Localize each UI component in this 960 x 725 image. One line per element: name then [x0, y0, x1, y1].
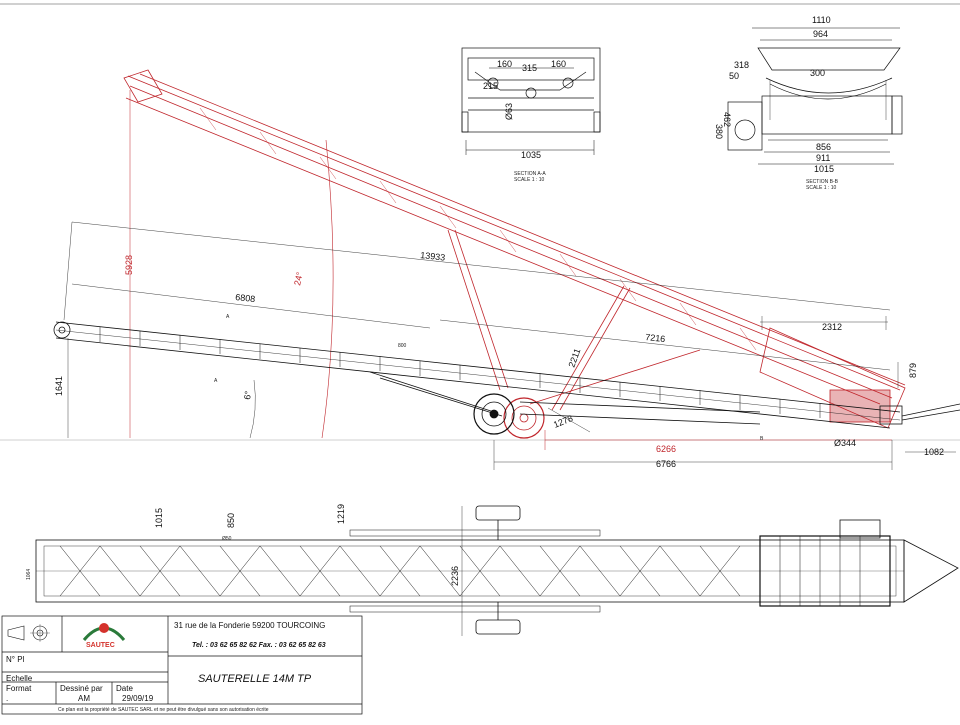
- sec-b-left-2: 50: [729, 71, 739, 81]
- raised-conveyor: [123, 69, 906, 450]
- no-pl-label: N° Pl: [6, 655, 25, 664]
- sec-a-dim-4: 215: [483, 81, 498, 91]
- date-label: Date: [116, 684, 133, 693]
- plan-truss: [59, 536, 861, 606]
- plan-dim-small: Ø50: [222, 536, 232, 542]
- sec-a-caption-1: SECTION A-A: [514, 171, 546, 177]
- drawing-title: SAUTERELLE 14M TP: [198, 673, 312, 685]
- dim-base-black: 6766: [656, 459, 676, 469]
- plan-dim-side: 1064: [26, 569, 32, 580]
- sec-a-width: 1035: [521, 150, 541, 160]
- sec-b-side-2: 462: [722, 112, 732, 127]
- format-value: .: [6, 694, 8, 703]
- footer-notice: Ce plan est la propriété de SAUTEC SARL …: [58, 707, 269, 713]
- dessine-label: Dessiné par: [60, 684, 103, 693]
- dim-support-length: 2211: [566, 347, 582, 369]
- plan-dim-2: 850: [226, 513, 236, 528]
- dim-total-length: 13933: [420, 250, 446, 263]
- sec-b-angle: 300: [810, 68, 825, 78]
- format-label: Format: [6, 684, 32, 693]
- sec-b-bottom-3: 1015: [814, 164, 834, 174]
- dim-span: 800: [398, 343, 407, 349]
- dim-front-length: 6808: [235, 292, 256, 304]
- logo-text: SAUTEC: [86, 642, 115, 649]
- dim-height-raised: 5928: [124, 255, 134, 275]
- low-conveyor: [53, 321, 960, 435]
- sec-a-dim-1: 160: [497, 59, 512, 69]
- sec-b-caption-1: SECTION B-B: [806, 179, 839, 185]
- dim-rear-length: 7216: [645, 332, 666, 344]
- low-truss: [99, 327, 821, 418]
- sautec-logo: SAUTEC: [82, 623, 126, 649]
- section-mark-bottom: A: [214, 378, 218, 384]
- sec-a-dim-2: 315: [522, 63, 537, 73]
- sec-b-bottom-2: 911: [816, 153, 830, 163]
- section-mark-rear: B: [760, 436, 764, 442]
- plan-view: [35, 505, 959, 636]
- plan-dim-track: 2236: [450, 566, 460, 586]
- sec-b-left-1: 318: [734, 60, 749, 70]
- section-mark-top: A: [226, 314, 230, 320]
- sec-b-caption-2: SCALE 1 : 10: [806, 185, 837, 191]
- plan-dim-3: 1219: [336, 504, 346, 524]
- sec-a-dim-5: Ø63: [504, 103, 514, 120]
- projection-symbol-icon: [7, 624, 50, 642]
- dimension-lines: [63, 221, 956, 470]
- date-value: 29/09/19: [122, 694, 154, 703]
- raised-truss: [199, 107, 757, 351]
- title-block: [1, 615, 363, 715]
- dim-hopper-height: 879: [908, 363, 918, 378]
- sec-a-dim-3: 160: [551, 59, 566, 69]
- dim-base-red: 6266: [656, 444, 676, 454]
- dim-angle-raised: 24°: [292, 271, 305, 287]
- section-a-view: [461, 47, 601, 155]
- dim-height-low: 1641: [54, 376, 64, 396]
- sec-a-caption-2: SCALE 1 : 10: [514, 177, 545, 183]
- dim-hitch: 1082: [924, 447, 944, 457]
- sec-b-bottom-1: 856: [816, 142, 831, 152]
- echelle-label: Echelle: [6, 674, 33, 683]
- dessine-value: AM: [78, 694, 90, 703]
- dim-shaft-dia: Ø344: [834, 438, 856, 448]
- sec-b-top-1: 1110: [812, 15, 831, 25]
- company-address: 31 rue de la Fonderie 59200 TOURCOING: [174, 621, 325, 630]
- sec-b-top-2: 964: [813, 29, 828, 39]
- section-b-view: [727, 27, 903, 165]
- dim-angle-low: 6°: [242, 390, 253, 400]
- dim-hopper-length: 2312: [822, 322, 842, 332]
- plan-dim-1: 1015: [154, 508, 164, 528]
- sec-b-side-1: 380: [714, 124, 724, 139]
- company-phone: Tel. : 03 62 65 82 62 Fax. : 03 62 65 82…: [192, 642, 326, 649]
